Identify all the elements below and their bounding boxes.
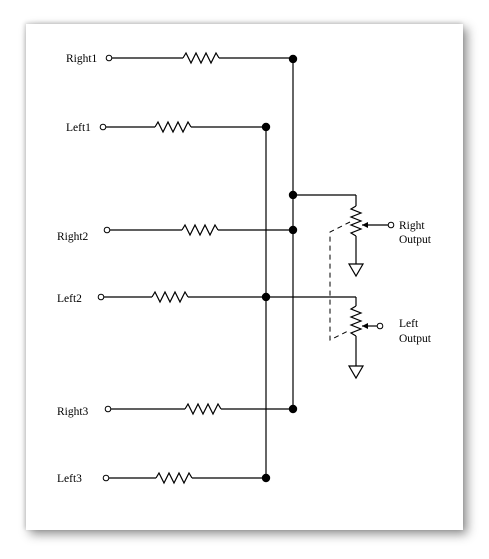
label-left1: Left1 (66, 122, 91, 134)
resistor-right2 (181, 223, 219, 237)
ground-icon-left (347, 365, 365, 380)
junction-left3 (261, 473, 271, 483)
label-right2: Right2 (57, 231, 89, 243)
input-terminal-right3[interactable] (104, 405, 112, 413)
wiper-arrow-right (362, 222, 368, 228)
potentiometer-right (349, 205, 363, 237)
wiper-arrow-left (362, 323, 368, 329)
output-terminal-left[interactable] (376, 322, 384, 330)
input-terminal-right2[interactable] (103, 226, 111, 234)
resistor-right1 (182, 51, 220, 65)
input-terminal-right1[interactable] (105, 54, 113, 62)
junction-right1 (288, 54, 298, 64)
label-right-output-line1: Right (399, 220, 425, 232)
input-terminal-left2[interactable] (97, 293, 105, 301)
diagram-sheet (26, 24, 463, 530)
junction-right3 (288, 404, 298, 414)
resistor-left1 (154, 120, 192, 134)
label-left2: Left2 (57, 293, 82, 305)
potentiometer-left (349, 305, 363, 337)
label-right-output-line2: Output (399, 234, 432, 246)
label-left-output-line2: Output (399, 333, 432, 345)
junction-right2 (288, 225, 298, 235)
label-left-output-line1: Left (399, 318, 419, 330)
label-right3: Right3 (57, 406, 89, 418)
ground-icon-right (347, 263, 365, 278)
gang-linkage (329, 221, 351, 341)
junction-left1 (261, 122, 271, 132)
label-right1: Right1 (66, 53, 98, 65)
output-terminal-right[interactable] (387, 221, 395, 229)
resistor-right3 (184, 402, 222, 416)
label-left3: Left3 (57, 473, 82, 485)
input-terminal-left1[interactable] (99, 123, 107, 131)
resistor-left3 (155, 471, 193, 485)
resistor-left2 (151, 290, 189, 304)
input-terminal-left3[interactable] (102, 474, 110, 482)
